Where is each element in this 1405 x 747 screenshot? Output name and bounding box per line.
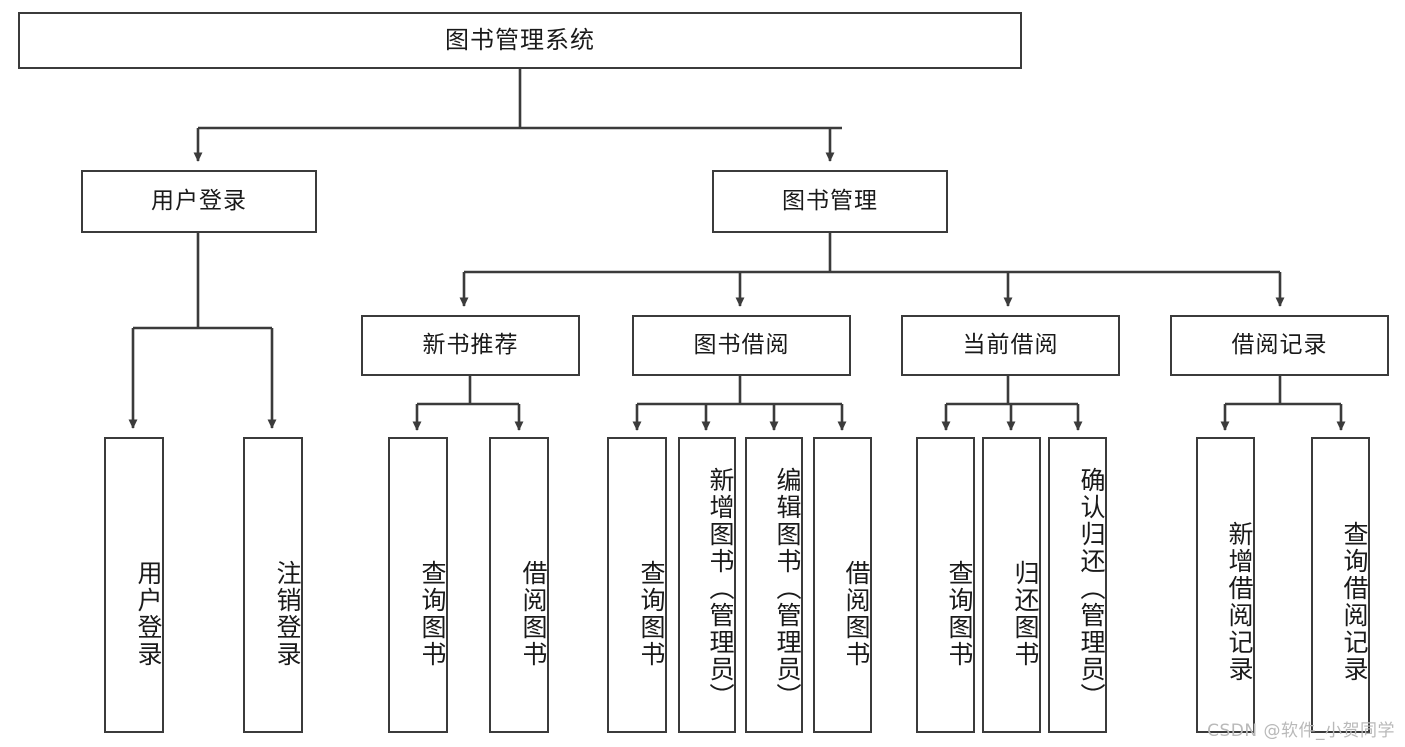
node-current-borrow[interactable]: 当前借阅 xyxy=(901,315,1120,376)
leaf-user-login[interactable]: 用户登录 xyxy=(104,437,164,733)
leaf-add-book-admin[interactable]: 新增图书（管理员） xyxy=(678,437,736,733)
leaf-query-book-recommend[interactable]: 查询图书 xyxy=(388,437,448,733)
node-book-manage[interactable]: 图书管理 xyxy=(712,170,948,233)
node-new-book-recommend[interactable]: 新书推荐 xyxy=(361,315,580,376)
leaf-query-book-current[interactable]: 查询图书 xyxy=(916,437,975,733)
node-user-login[interactable]: 用户登录 xyxy=(81,170,317,233)
leaf-add-borrow-record[interactable]: 新增借阅记录 xyxy=(1196,437,1255,733)
leaf-query-borrow-record[interactable]: 查询借阅记录 xyxy=(1311,437,1370,733)
leaf-confirm-return-admin[interactable]: 确认归还（管理员） xyxy=(1048,437,1107,733)
leaf-logout-login[interactable]: 注销登录 xyxy=(243,437,303,733)
leaf-return-book[interactable]: 归还图书 xyxy=(982,437,1041,733)
node-borrow-record[interactable]: 借阅记录 xyxy=(1170,315,1389,376)
node-book-borrow[interactable]: 图书借阅 xyxy=(632,315,851,376)
leaf-query-book-borrow[interactable]: 查询图书 xyxy=(607,437,667,733)
node-root-book-management-system[interactable]: 图书管理系统 xyxy=(18,12,1022,69)
leaf-borrow-book-borrow[interactable]: 借阅图书 xyxy=(813,437,872,733)
leaf-edit-book-admin[interactable]: 编辑图书（管理员） xyxy=(745,437,803,733)
leaf-borrow-book-recommend[interactable]: 借阅图书 xyxy=(489,437,549,733)
csdn-watermark: CSDN @软件_小贺同学 xyxy=(1207,721,1395,741)
